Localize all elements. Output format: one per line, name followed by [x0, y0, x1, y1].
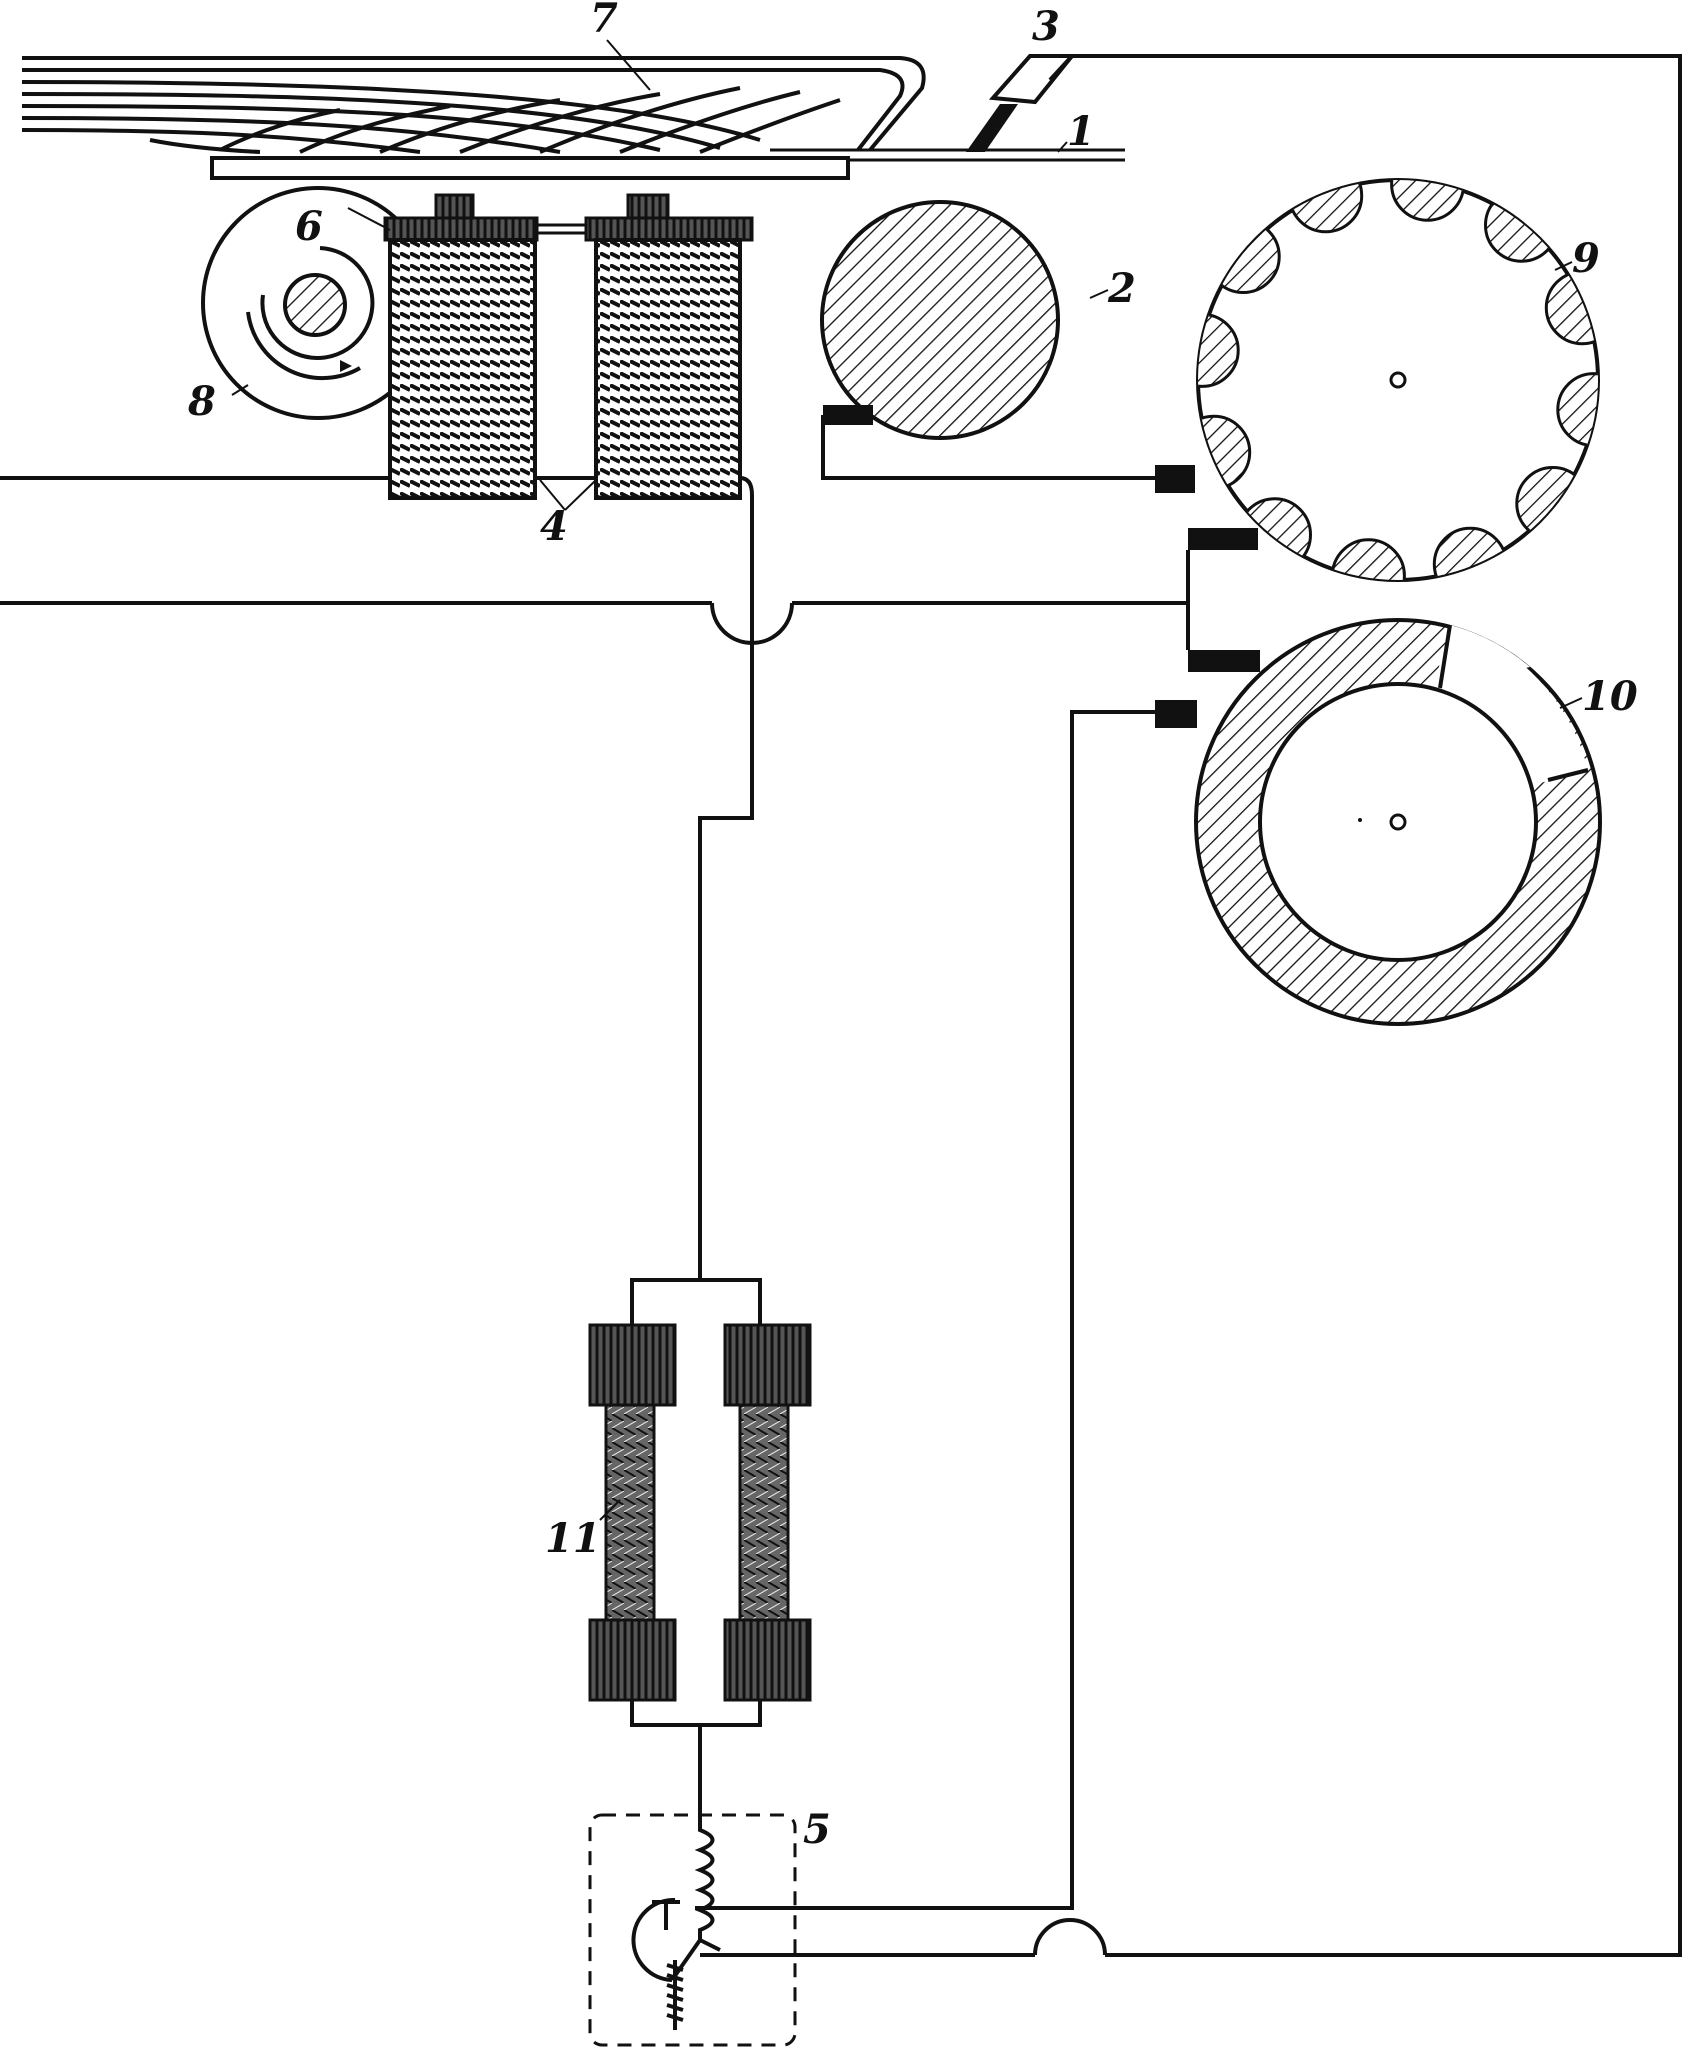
commutator-segment — [1390, 180, 1466, 222]
commutator-segment — [1556, 372, 1598, 448]
label-2: 2 — [1107, 265, 1136, 312]
label-4: 4 — [540, 503, 568, 550]
commutator-segment — [1330, 538, 1406, 580]
label-10: 10 — [1582, 673, 1638, 720]
contact-brushes — [823, 405, 1260, 728]
commutator-segment — [1515, 466, 1591, 541]
fiber-bundle — [21, 56, 926, 154]
label-6: 6 — [295, 203, 323, 250]
commutator-segment — [1484, 187, 1559, 263]
label-5: 5 — [803, 1806, 831, 1853]
disc-10 — [1194, 618, 1602, 1026]
label-11: 11 — [545, 1515, 601, 1562]
relay-5 — [588, 1800, 797, 2047]
commutator-segment — [1544, 270, 1598, 346]
label-group: 1 2 3 4 5 6 7 8 9 10 11 — [187, 0, 1638, 1853]
commutator-segment — [1288, 180, 1364, 234]
commutator-segment — [1198, 312, 1240, 388]
electromagnet-4 — [383, 193, 754, 500]
label-7: 7 — [590, 0, 618, 42]
inductor-11 — [588, 1278, 812, 1800]
label-9: 9 — [1572, 235, 1600, 282]
wheel-8 — [201, 186, 435, 420]
label-1: 1 — [1067, 108, 1095, 155]
roller-2 — [820, 200, 1060, 440]
plate-6 — [210, 156, 850, 180]
wiring — [0, 54, 1682, 1957]
commutator-segment — [1432, 526, 1508, 580]
label-3: 3 — [1032, 3, 1060, 50]
commutator-segment — [1205, 219, 1281, 294]
label-8: 8 — [187, 378, 216, 425]
